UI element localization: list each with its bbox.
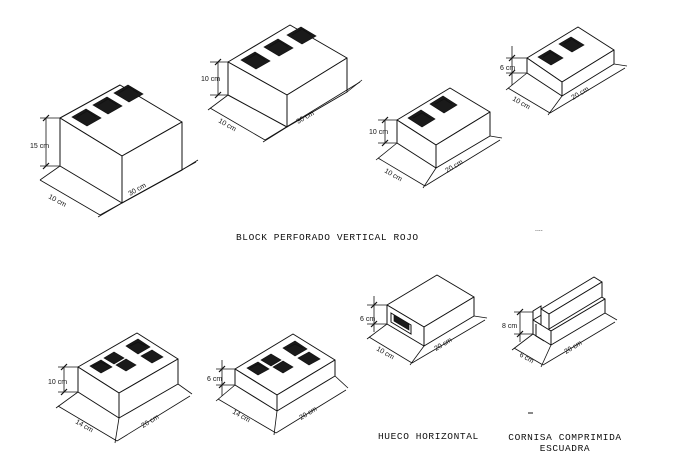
b20x6-depth-label: 10 cm xyxy=(511,96,531,112)
b20x6-height-label: 6 cm xyxy=(500,65,515,72)
block-cornisa-escuadra: 8 cm 6 cm 20 cm xyxy=(502,276,618,368)
ellipsis-mark: .... xyxy=(535,226,543,233)
b20x14x10-length-label: 20 cm xyxy=(140,414,160,430)
block-20x6: 6 cm 10 cm 20 cm xyxy=(500,26,628,116)
b30x15-depth-label: 10 cm xyxy=(47,194,67,209)
block-30x10: 10 cm 10 cm 30 cm xyxy=(201,24,363,143)
cornisa-height-label: 8 cm xyxy=(502,323,517,330)
caption-hueco-horizontal: HUECO HORIZONTAL xyxy=(378,431,479,442)
hueco-length-label: 20 cm xyxy=(433,337,453,353)
b20x14x6-length-label: 20 cm xyxy=(298,406,318,422)
cornisa-depth-label: 6 cm xyxy=(518,352,535,366)
hueco-height-label: 6 cm xyxy=(360,316,375,323)
hueco-depth-label: 10 cm xyxy=(375,346,395,362)
caption-cornisa-line2: ESCUADRA xyxy=(539,443,591,454)
b20x14x10-height-label: 10 cm xyxy=(48,379,67,386)
b30x10-height-label: 10 cm xyxy=(201,76,220,83)
caption-vertical-block: BLOCK PERFORADO VERTICAL ROJO xyxy=(236,232,419,243)
b20x10-height-label: 10 cm xyxy=(369,129,388,136)
cornisa-length-label: 20 cm xyxy=(563,340,583,356)
b20x14x6-depth-label: 14 cm xyxy=(231,409,251,425)
b20x14x6-height-label: 6 cm xyxy=(207,376,222,383)
b30x15-height-label: 15 cm xyxy=(30,143,49,150)
b20x10-depth-label: 10 cm xyxy=(383,168,403,184)
block-20x10: 10 cm 10 cm 20 cm xyxy=(369,87,503,189)
b30x10-depth-label: 10 cm xyxy=(217,118,237,134)
block-30x15: 15 cm 10 cm 30 cm xyxy=(30,84,199,218)
block-20x14x10: 10 cm 14 cm 20 cm xyxy=(48,332,193,444)
block-hueco-horizontal: 6 cm 10 cm 20 cm xyxy=(360,274,488,366)
caption-cornisa-line1: CORNISA COMPRIMIDA xyxy=(508,432,622,443)
block-20x14x6: 6 cm 14 cm 20 cm xyxy=(207,333,349,436)
